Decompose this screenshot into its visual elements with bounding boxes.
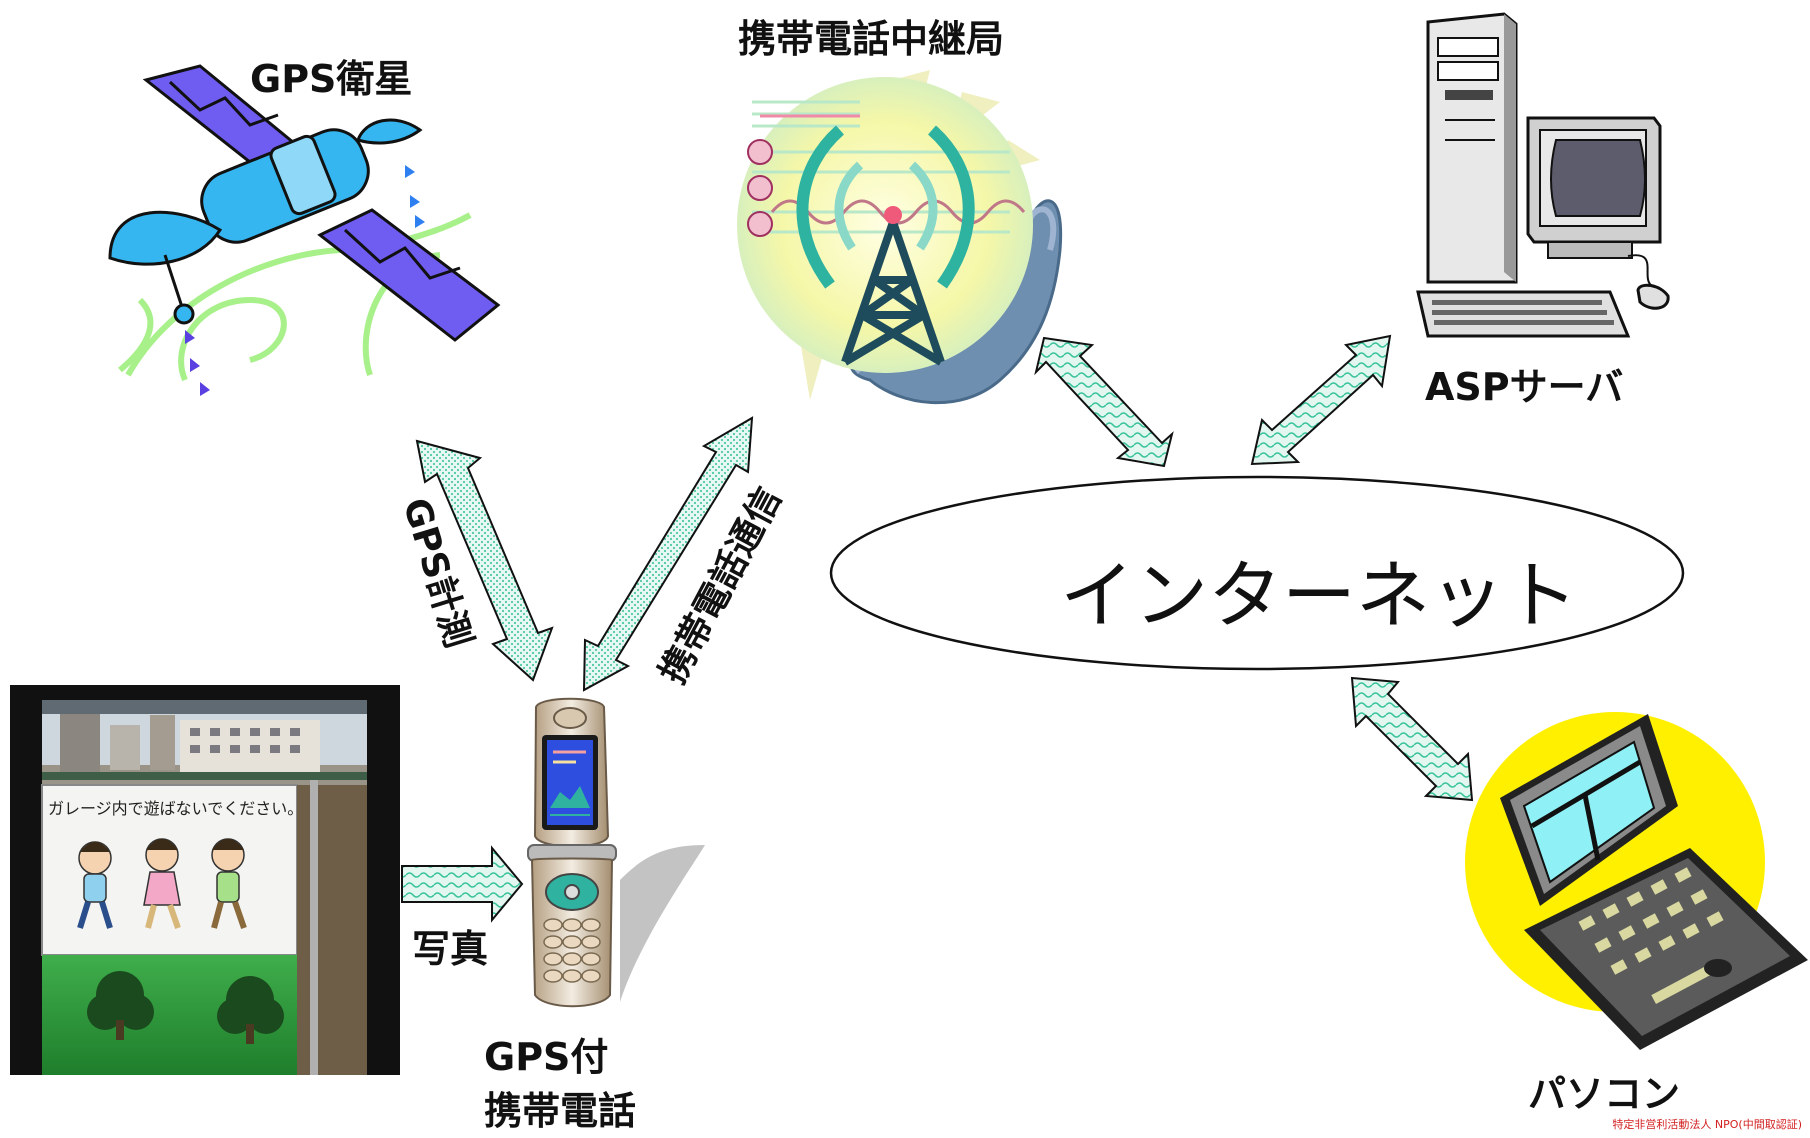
phone-label-line1: GPS付 bbox=[484, 1035, 609, 1079]
arrow-internet-pc bbox=[1350, 676, 1474, 802]
photo-sign-text: ガレージ内で遊ばないでください。 bbox=[48, 799, 304, 818]
relay-station-label: 携帯電話中継局 bbox=[738, 17, 1005, 61]
server-computer-icon bbox=[1416, 12, 1670, 338]
internet-cloud bbox=[829, 475, 1685, 671]
internet-label: インターネット bbox=[1060, 553, 1578, 639]
satellite-label: GPS衛星 bbox=[250, 57, 413, 101]
laptop-icon bbox=[1465, 712, 1808, 1050]
kids-illustration bbox=[77, 838, 247, 929]
asp-server-label: ASPサーバ bbox=[1425, 365, 1624, 409]
arrow-photo-phone bbox=[401, 845, 524, 923]
phone-label-line2: 携帯電話 bbox=[484, 1089, 637, 1133]
arrow-asp-internet bbox=[1250, 334, 1392, 466]
arrow-tower-internet bbox=[1034, 336, 1174, 468]
antenna-tower-icon bbox=[737, 70, 1063, 405]
photo-image bbox=[10, 685, 400, 1075]
pc-label: パソコン bbox=[1528, 1072, 1681, 1116]
footer-credit: 特定非営利活動法人 NPO(中間取認証) bbox=[1612, 1118, 1802, 1131]
photo-link-label: 写真 bbox=[412, 927, 489, 971]
flip-phone-icon bbox=[527, 697, 705, 1008]
phone-label: GPS付 携帯電話 bbox=[484, 1030, 636, 1138]
satellite-icon bbox=[108, 64, 501, 396]
arrow-satellite-phone bbox=[415, 439, 554, 682]
arrow-tower-phone bbox=[582, 416, 754, 692]
